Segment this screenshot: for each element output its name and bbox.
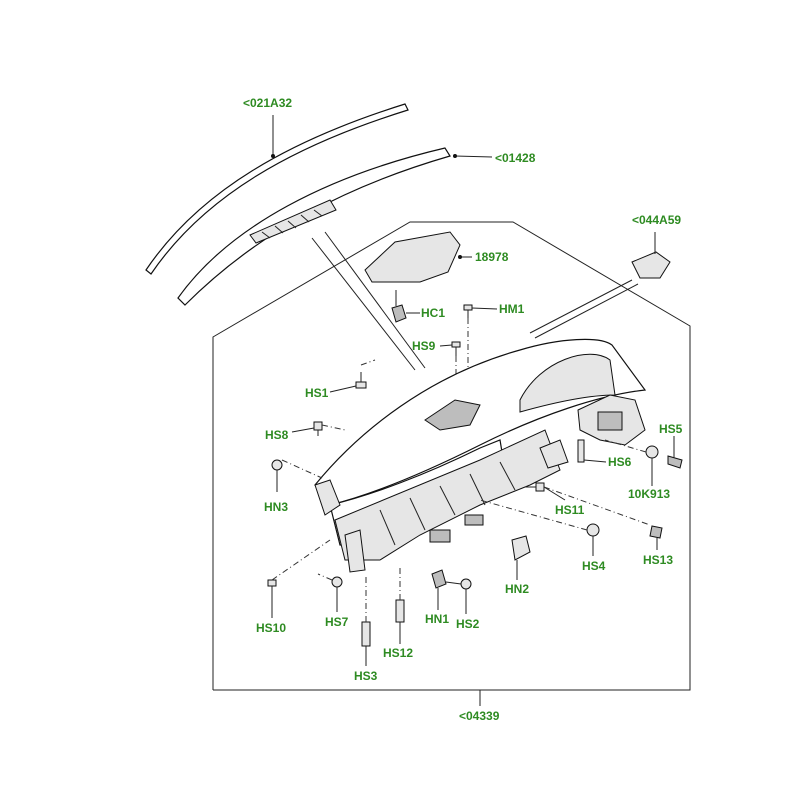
- label-hm1: HM1: [499, 302, 525, 316]
- assembly-frame: [212, 221, 691, 706]
- hs10-screw-part: [267, 539, 331, 618]
- label-hs4: HS4: [582, 559, 606, 573]
- label-hn2: HN2: [505, 582, 529, 596]
- label-hs9: HS9: [412, 339, 436, 353]
- label-hs6: HS6: [608, 455, 632, 469]
- hn3-nut-part: [271, 459, 323, 492]
- label-044a59: <044A59: [632, 213, 681, 227]
- hs4-nut-part: [479, 499, 600, 556]
- label-hc1: HC1: [421, 306, 445, 320]
- hs7-screw-part: [317, 573, 343, 612]
- bracket-part: [631, 232, 671, 279]
- hs3-stud-part: [361, 575, 371, 666]
- hm1-screw-part: [463, 304, 498, 370]
- label-hs5: HS5: [659, 422, 683, 436]
- label-hs11: HS11: [555, 503, 585, 517]
- hn2-clip-part: [511, 535, 531, 580]
- label-hs13: HS13: [643, 553, 673, 567]
- label-hn3: HN3: [264, 500, 288, 514]
- label-18978: 18978: [475, 250, 509, 264]
- label-01428: <01428: [495, 151, 536, 165]
- instrument-panel-part: [314, 338, 647, 573]
- label-hn1: HN1: [425, 612, 449, 626]
- hs12-stud-part: [395, 565, 405, 644]
- hc1-clip-part: [391, 290, 420, 323]
- hs1-screw-part: [329, 359, 376, 393]
- hs13-screw-part: [649, 525, 663, 550]
- label-hs7: HS7: [325, 615, 349, 629]
- hs11-screw-part: [525, 482, 651, 526]
- hs2-nut-part: [445, 578, 472, 614]
- label-04339: <04339: [459, 709, 500, 723]
- hs5-screw-part: [667, 436, 683, 469]
- label-hs8: HS8: [265, 428, 289, 442]
- defroster-panel-part: [177, 147, 493, 306]
- label-021a32: <021A32: [243, 96, 292, 110]
- label-hs10: HS10: [256, 621, 286, 635]
- label-hs3: HS3: [354, 669, 378, 683]
- hs6-screw-part: [577, 439, 607, 463]
- explode-guidelines: [311, 231, 639, 371]
- label-hs12: HS12: [383, 646, 413, 660]
- label-hs2: HS2: [456, 617, 480, 631]
- trim-strip-part: [145, 103, 409, 275]
- label-hs1: HS1: [305, 386, 329, 400]
- hn1-clip-part: [431, 569, 447, 610]
- label-10k913: 10K913: [628, 487, 670, 501]
- 10k913-part: [604, 439, 659, 486]
- hs8-screw-part: [291, 421, 346, 436]
- cover-panel-part: [364, 231, 472, 283]
